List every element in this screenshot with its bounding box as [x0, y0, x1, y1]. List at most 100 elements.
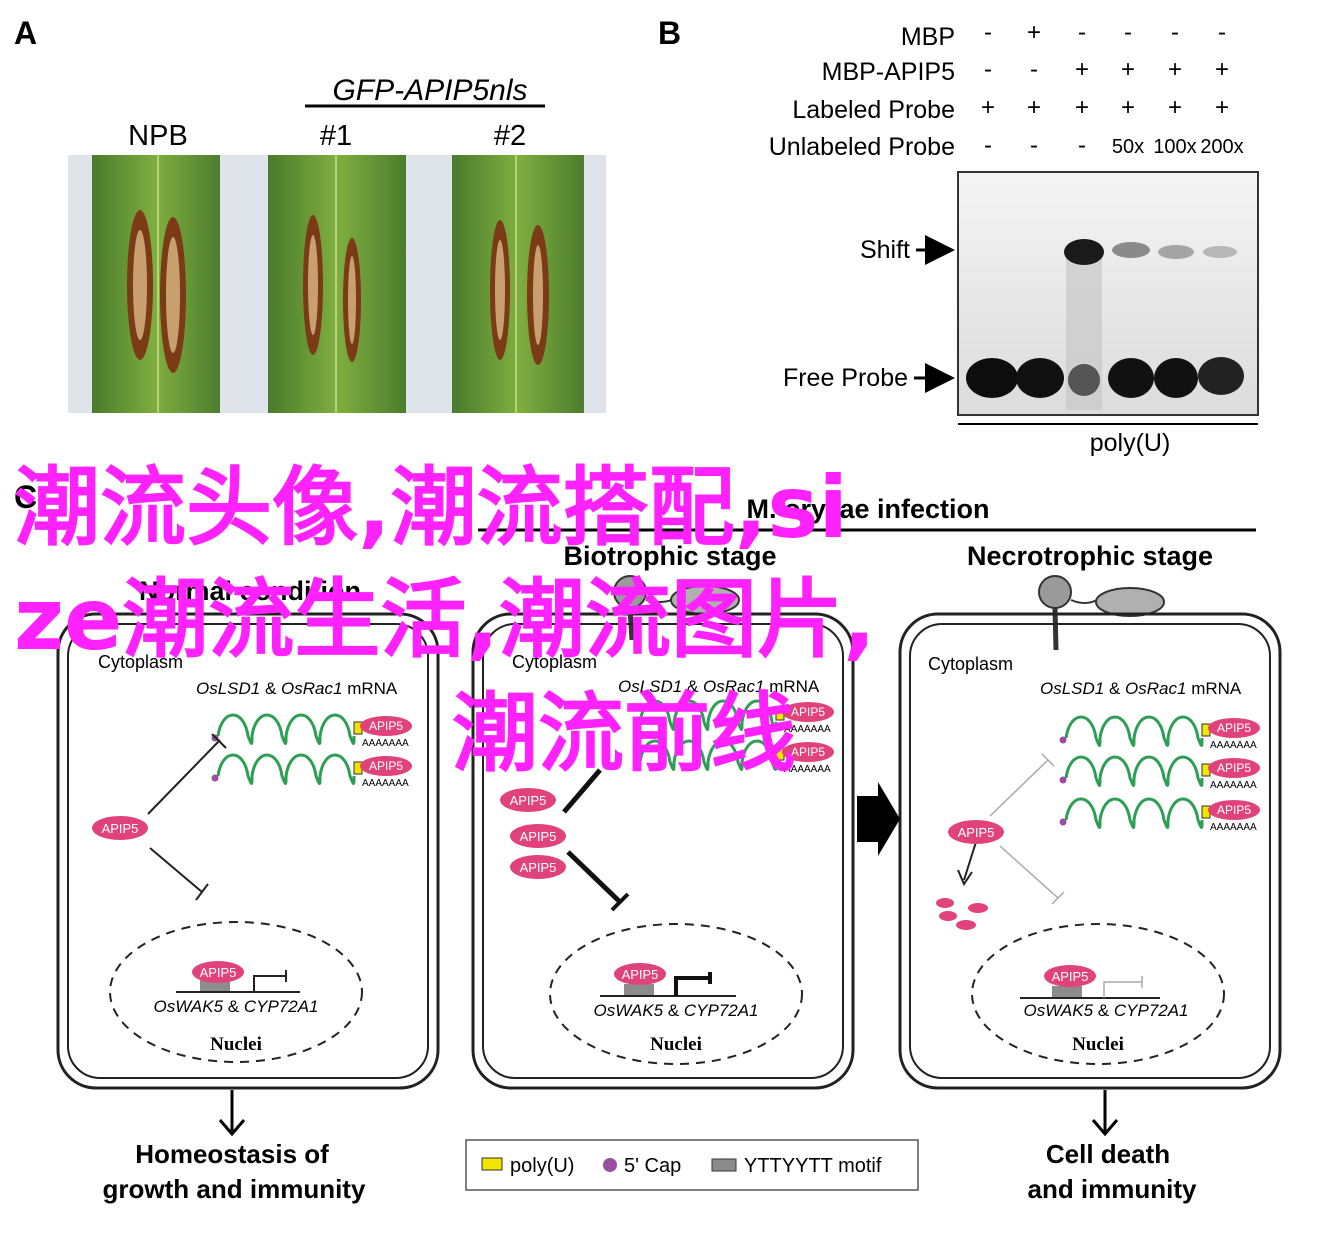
polya-label: AAAAAAA	[784, 764, 831, 775]
mrna-label-biotrophic: OsLSD1 & OsRac1 mRNA	[618, 677, 820, 696]
lane-sign-r2-l1: +	[1027, 94, 1041, 121]
lane-sign-r0-l2: -	[1078, 19, 1086, 46]
transition-arrow	[857, 782, 900, 856]
row-label-mbp-apip5: MBP-APIP5	[822, 58, 955, 86]
leaf-1	[268, 155, 406, 413]
apip5-bound	[1208, 758, 1260, 778]
apip5-bound-label: APIP5	[1217, 803, 1251, 817]
lane-sign-r1-l2: +	[1075, 56, 1089, 83]
inhibition-normal	[147, 733, 227, 901]
outcome-right-line2: and immunity	[1027, 1174, 1197, 1204]
leaf-label-npb: NPB	[128, 120, 188, 152]
svg-text:APIP5: APIP5	[102, 821, 139, 836]
svg-text:OsLSD1 & OsRac1 mRNA: OsLSD1 & OsRac1 mRNA	[618, 677, 820, 696]
lane-sign-r3-l2: -	[1078, 132, 1086, 159]
cap-icon	[633, 760, 641, 768]
lane-sign-r1-l5: +	[1215, 56, 1229, 83]
mrna-label-necrotrophic: OsLSD1 & OsRac1 mRNA	[1040, 679, 1242, 698]
nucleus-biotrophic: APIP5 OsWAK5 & CYP72A1 Nuclei	[549, 923, 803, 1065]
leaf-2	[452, 155, 584, 413]
lane-sign-r3-l1: -	[1030, 132, 1038, 159]
svg-text:OsLSD1 & OsRac1 mRNA: OsLSD1 & OsRac1 mRNA	[1040, 679, 1242, 698]
panel-a: A GFP-APIP5nls NPB #1 #2	[14, 15, 606, 413]
polya-label: AAAAAAA	[1210, 822, 1257, 833]
lane-sign-r3-l0: -	[984, 132, 992, 159]
polya-label: AAAAAAA	[362, 778, 409, 789]
svg-text:Nuclei: Nuclei	[210, 1034, 262, 1055]
mrna-strands: APIP5AAAAAAAAPIP5AAAAAAAAPIP5AAAAAAAAPIP…	[211, 699, 1260, 833]
band-free-lane-6	[1198, 357, 1244, 395]
band-shift-lane-4	[1112, 242, 1150, 258]
lane-sign-r2-l2: +	[1075, 94, 1089, 121]
lane-sign-r1-l0: -	[984, 56, 992, 83]
svg-text:OsWAK5 & CYP72A1: OsWAK5 & CYP72A1	[153, 997, 318, 1016]
outcome-left-line2: growth and immunity	[103, 1174, 366, 1204]
polya-label: AAAAAAA	[784, 724, 831, 735]
polya-label: AAAAAAA	[1210, 740, 1257, 751]
lane-sign-r1-l1: -	[1030, 56, 1038, 83]
apip5-bound-label: APIP5	[791, 745, 825, 759]
cytoplasm-label-biotrophic: Cytoplasm	[512, 652, 597, 672]
apip5-biotrophic-2: APIP5	[510, 824, 566, 848]
apip5-bound	[782, 702, 834, 722]
apip5-bound	[782, 742, 834, 762]
legend-cap-label: 5' Cap	[624, 1155, 681, 1177]
stage-necrotrophic: Necrotrophic stage	[967, 541, 1213, 571]
lane-sign-r0-l3: -	[1124, 19, 1132, 46]
svg-text:APIP5: APIP5	[200, 965, 237, 980]
lane-sign-r0-l4: -	[1171, 19, 1179, 46]
cap-icon	[1059, 736, 1067, 744]
svg-text:APIP5: APIP5	[520, 860, 557, 875]
cell-normal	[56, 612, 440, 1090]
outcome-left-line1: Homeostasis of	[135, 1139, 329, 1169]
mrna-label-normal: OsLSD1 & OsRac1 mRNA	[196, 679, 398, 698]
free-probe-label: Free Probe	[783, 364, 908, 392]
apip5-biotrophic-1: APIP5	[500, 788, 556, 812]
outcome-right-line1: Cell death	[1046, 1139, 1170, 1169]
spore-biotrophic	[613, 575, 740, 641]
legend-motif-label: YTTYYTT motif	[744, 1155, 882, 1177]
band-free-lane-1	[966, 358, 1018, 398]
lane-sign-r2-l5: +	[1215, 94, 1229, 121]
svg-text:OsWAK5 & CYP72A1: OsWAK5 & CYP72A1	[1023, 1001, 1188, 1020]
lane-sign-r3-l4: 100x	[1153, 136, 1196, 158]
leaf-label-2: #2	[494, 120, 526, 152]
lane-sign-r3-l3: 50x	[1112, 136, 1144, 158]
stage-biotrophic: Biotrophic stage	[563, 541, 776, 571]
shift-label: Shift	[860, 236, 910, 264]
outcome-arrow-left	[218, 1090, 246, 1137]
svg-text:Nuclei: Nuclei	[1072, 1034, 1124, 1055]
apip5-bound	[360, 756, 412, 776]
lane-sign-r1-l3: +	[1121, 56, 1135, 83]
lane-sign-r0-l0: -	[984, 19, 992, 46]
infection-title: M. oryzae infection	[746, 494, 989, 524]
cap-icon	[1059, 776, 1067, 784]
svg-text:APIP5: APIP5	[622, 967, 659, 982]
svg-text:Nuclei: Nuclei	[650, 1034, 702, 1055]
panel-b: B MBP MBP-APIP5 Labeled Probe Unlabeled …	[658, 15, 1259, 457]
gel-bands	[966, 239, 1244, 410]
construct-label: GFP-APIP5nls	[332, 74, 527, 107]
svg-text:OsLSD1 & OsRac1 mRNA: OsLSD1 & OsRac1 mRNA	[196, 679, 398, 698]
panel-c: C M. oryzae infection Biotrophic stage N…	[14, 479, 1282, 1204]
panel-c-letter: C	[14, 479, 37, 515]
svg-text:APIP5: APIP5	[958, 825, 995, 840]
nucleus-normal: APIP5 OsWAK5 & CYP72A1 Nuclei	[109, 921, 363, 1063]
lane-sign-r0-l1: +	[1027, 19, 1041, 46]
apip5-fragments	[936, 898, 988, 930]
cytoplasm-label-necrotrophic: Cytoplasm	[928, 654, 1013, 674]
leaf-label-1: #1	[320, 120, 352, 152]
apip5-bound	[1208, 800, 1260, 820]
degradation-arrow	[957, 841, 977, 887]
apip5-bound-label: APIP5	[1217, 721, 1251, 735]
svg-text:APIP5: APIP5	[510, 793, 547, 808]
legend-polyu-label: poly(U)	[510, 1155, 574, 1177]
lane-sign-r1-l4: +	[1168, 56, 1182, 83]
